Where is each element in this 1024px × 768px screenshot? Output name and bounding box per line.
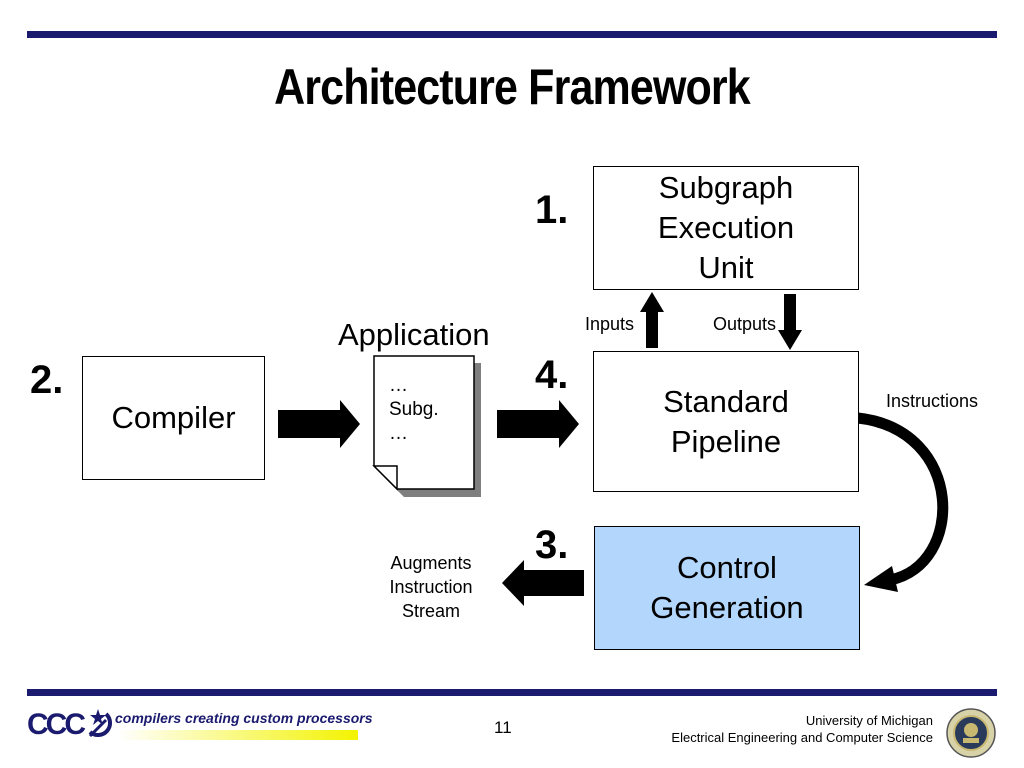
subgraph-line-2: Execution <box>657 210 795 245</box>
subgraph-line-3: Unit <box>698 250 754 285</box>
footer-department: Electrical Engineering and Computer Scie… <box>671 730 933 745</box>
augments-label: Augments Instruction Stream <box>376 551 486 623</box>
augments-line-1: Augments <box>390 553 472 573</box>
step-number-1: 1. <box>535 188 569 232</box>
university-seal-icon <box>946 708 996 758</box>
compiler-to-application-arrow <box>278 400 360 448</box>
control-to-augments-arrow <box>502 560 584 606</box>
footer-tagline: compilers creating custom processors <box>115 710 373 726</box>
page-number: 11 <box>494 718 512 737</box>
bottom-rule <box>27 689 997 696</box>
pipeline-line-1: Standard <box>663 383 789 419</box>
tagline-highlight-bar <box>118 730 358 740</box>
inputs-arrow <box>640 292 664 348</box>
instructions-arrowhead <box>864 566 898 592</box>
step-number-4: 4. <box>535 353 569 397</box>
doc-line-3: … <box>389 423 408 444</box>
hammer-sickle-icon <box>88 709 113 738</box>
augments-line-2: Instruction <box>389 577 473 597</box>
top-rule <box>27 31 997 38</box>
application-document-icon <box>372 355 481 497</box>
subgraph-execution-unit-box: Subgraph Execution Unit <box>593 166 859 290</box>
pipeline-line-2: Pipeline <box>670 423 782 459</box>
standard-pipeline-box: Standard Pipeline <box>593 351 859 492</box>
compiler-label: Compiler <box>111 400 236 435</box>
control-generation-box: Control Generation <box>594 526 860 650</box>
slide-title: Architecture Framework <box>274 59 751 115</box>
footer-affiliation: University of Michigan Electrical Engine… <box>671 712 933 746</box>
step-number-2: 2. <box>30 358 64 402</box>
footer-university: University of Michigan <box>805 713 933 728</box>
instructions-label: Instructions <box>886 391 979 411</box>
application-doc-text: … Subg. … <box>389 374 439 446</box>
instructions-curved-arrow <box>857 412 949 586</box>
compiler-box: Compiler <box>82 356 265 480</box>
augments-line-3: Stream <box>401 601 461 621</box>
doc-line-2: Subg. <box>389 399 439 420</box>
step-number-3: 3. <box>535 523 569 567</box>
control-line-2: Generation <box>650 590 804 625</box>
control-line-1: Control <box>677 550 777 585</box>
application-label: Application <box>338 317 490 352</box>
outputs-label: Outputs <box>713 314 777 334</box>
subgraph-line-1: Subgraph <box>658 170 794 205</box>
doc-line-1: … <box>389 375 408 396</box>
outputs-arrow <box>778 294 802 350</box>
application-to-pipeline-arrow <box>497 400 579 448</box>
inputs-label: Inputs <box>585 314 635 334</box>
ccc-logo: CCC <box>27 708 86 741</box>
